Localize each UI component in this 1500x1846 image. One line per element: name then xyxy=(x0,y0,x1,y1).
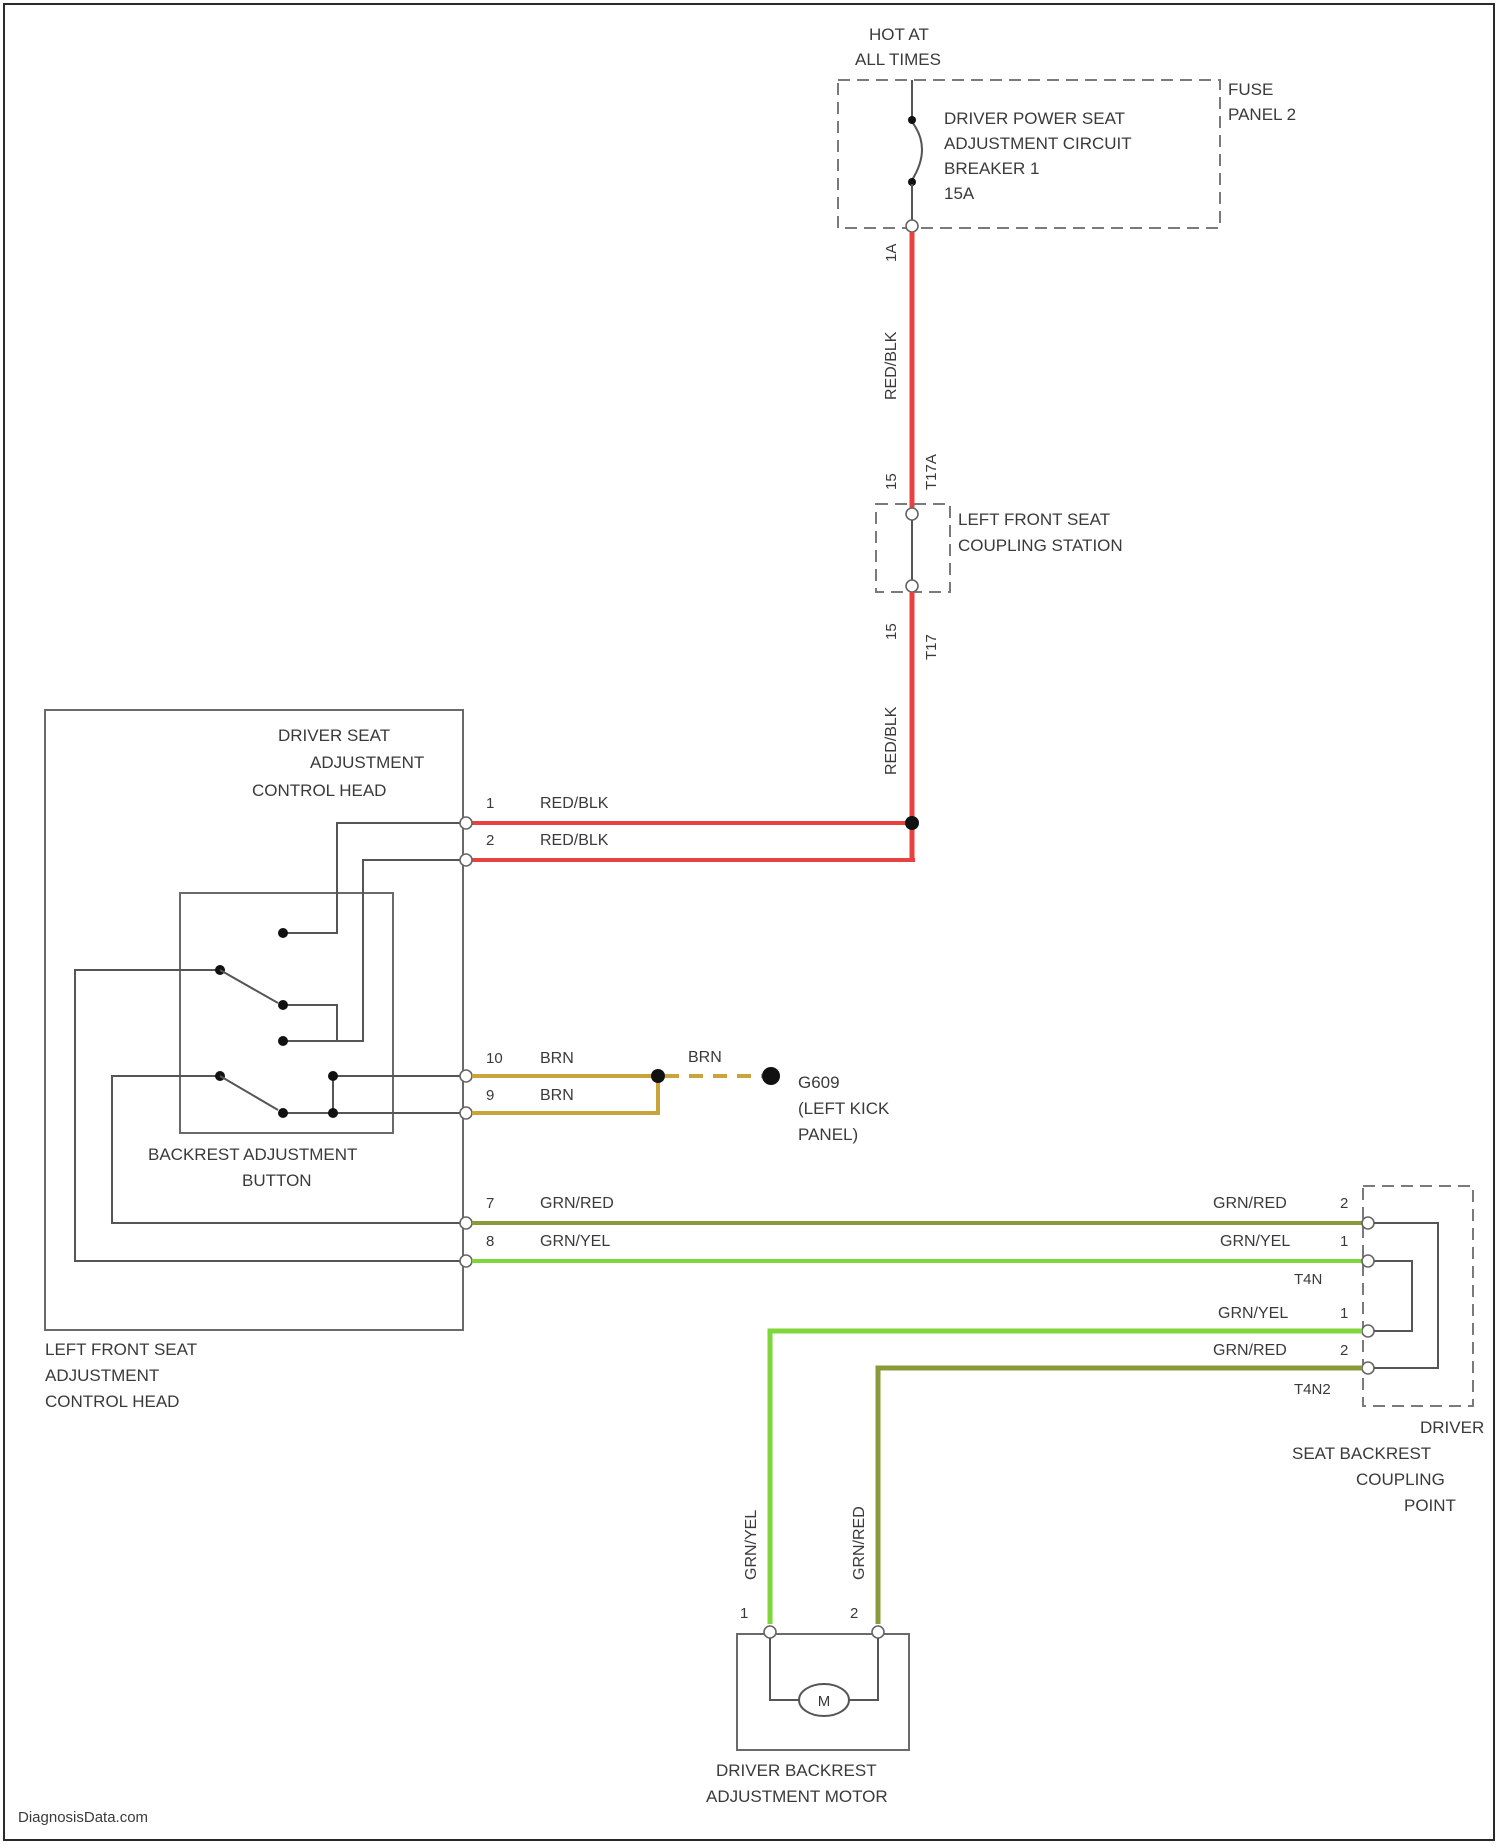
coupling-conn-b: T4N2 xyxy=(1294,1381,1331,1398)
fuse-panel-box xyxy=(838,80,1220,228)
breaker-line-1: DRIVER POWER SEAT xyxy=(944,109,1125,128)
control-head-outer-label-2: ADJUSTMENT xyxy=(45,1366,159,1385)
ch-wire-10: BRN xyxy=(540,1050,574,1067)
coupling-pin-top: 2 xyxy=(1340,1195,1348,1212)
control-head-title-1: DRIVER SEAT xyxy=(278,726,390,745)
coupling-pin-bottom: 2 xyxy=(1340,1342,1348,1359)
watermark: DiagnosisData.com xyxy=(18,1809,148,1826)
fuse-panel-label-1: FUSE xyxy=(1228,80,1273,99)
ch-terminal-7 xyxy=(460,1217,472,1229)
ch-pin-2: 2 xyxy=(486,832,494,849)
switch-blade-upper xyxy=(220,970,278,1003)
ch-wire-9: BRN xyxy=(540,1087,574,1104)
ground-label-1: (LEFT KICK xyxy=(798,1099,890,1118)
coupling-wire-lower: GRN/YEL xyxy=(1218,1305,1288,1322)
coupling-label-3: COUPLING xyxy=(1356,1470,1445,1489)
motor-pin-right: 2 xyxy=(850,1605,858,1622)
backrest-feed: GRN/RED 2 GRN/YEL 1 T4N GRN/YEL 1 GRN/RE… xyxy=(472,1186,1484,1624)
fuse-panel-label-2: PANEL 2 xyxy=(1228,105,1296,124)
ch-terminal-9 xyxy=(460,1107,472,1119)
red-blk-feed: 1A RED/BLK 15 T17A LEFT FRONT SEAT COUPL… xyxy=(472,232,1123,860)
ch-pin-10: 10 xyxy=(486,1050,503,1067)
ch-terminal-10 xyxy=(460,1070,472,1082)
coupling-wire-top: GRN/RED xyxy=(1213,1195,1287,1212)
motor-label-1: DRIVER BACKREST xyxy=(716,1761,877,1780)
pin-1a: 1A xyxy=(883,244,900,262)
control-head-title-3: CONTROL HEAD xyxy=(252,781,386,800)
ch-pin-8: 8 xyxy=(486,1233,494,1250)
wire-grn-red-motor xyxy=(878,1368,1362,1624)
motor-label-2: ADJUSTMENT MOTOR xyxy=(706,1787,888,1806)
ch-terminal-1 xyxy=(460,817,472,829)
ch-pin-9: 9 xyxy=(486,1087,494,1104)
hot-label-2: ALL TIMES xyxy=(855,50,941,69)
coupling-terminal-upper xyxy=(906,508,918,520)
backrest-button-box xyxy=(180,893,393,1133)
breaker-line-2: ADJUSTMENT CIRCUIT xyxy=(944,134,1132,153)
conn-t17a: T17A xyxy=(923,454,940,490)
motor-symbol-letter: M xyxy=(818,1693,831,1710)
fuse-panel: HOT AT ALL TIMES FUSE PANEL 2 DRIVER POW… xyxy=(838,25,1296,232)
ch-terminal-8 xyxy=(460,1255,472,1267)
ch-pin-7: 7 xyxy=(486,1195,494,1212)
coupling-wire-mid: GRN/YEL xyxy=(1220,1233,1290,1250)
ch-wire-2: RED/BLK xyxy=(540,832,609,849)
control-head: DRIVER SEAT ADJUSTMENT CONTROL HEAD BACK… xyxy=(45,710,614,1411)
control-head-outer-label-3: CONTROL HEAD xyxy=(45,1392,179,1411)
ch-wire-1: RED/BLK xyxy=(540,795,609,812)
ch-wire-8: GRN/YEL xyxy=(540,1233,610,1250)
pin-15-upper: 15 xyxy=(883,473,900,490)
motor-wire-right-label: GRN/RED xyxy=(851,1506,868,1580)
coupling-pin-mid: 1 xyxy=(1340,1233,1348,1250)
coupling-label-4: POINT xyxy=(1404,1496,1456,1515)
coupling-conn-a: T4N xyxy=(1294,1271,1322,1288)
circuit-breaker-symbol xyxy=(912,122,922,180)
coupling-terminal-lower xyxy=(906,580,918,592)
ground-wire-label: BRN xyxy=(688,1049,722,1066)
motor-wire-left-label: GRN/YEL xyxy=(743,1510,760,1580)
hot-label-1: HOT AT xyxy=(869,25,929,44)
wire-label-red-blk-lower: RED/BLK xyxy=(883,706,900,775)
breaker-line-3: BREAKER 1 xyxy=(944,159,1039,178)
ch-pin-1: 1 xyxy=(486,795,494,812)
wire-label-red-blk-top: RED/BLK xyxy=(883,331,900,400)
coupling-station-label-2: COUPLING STATION xyxy=(958,536,1123,555)
backrest-button-label-1: BACKREST ADJUSTMENT xyxy=(148,1145,357,1164)
backrest-coupling-box xyxy=(1363,1186,1473,1406)
backrest-motor: M DRIVER BACKREST ADJUSTMENT MOTOR xyxy=(706,1626,909,1806)
ground-label-2: PANEL) xyxy=(798,1125,858,1144)
splice-brn xyxy=(651,1069,665,1083)
ground-id: G609 xyxy=(798,1073,840,1092)
control-head-outer-label-1: LEFT FRONT SEAT xyxy=(45,1340,197,1359)
pin-15-lower: 15 xyxy=(883,623,900,640)
coupling-label-2: SEAT BACKREST xyxy=(1292,1444,1431,1463)
switch-contact xyxy=(278,928,288,938)
motor-pin-left: 1 xyxy=(740,1605,748,1622)
coupling-station-label-1: LEFT FRONT SEAT xyxy=(958,510,1110,529)
ch-wire-7: GRN/RED xyxy=(540,1195,614,1212)
ground-symbol xyxy=(762,1067,780,1085)
control-head-outer-box xyxy=(45,710,463,1330)
control-head-title-2: ADJUSTMENT xyxy=(310,753,424,772)
coupling-pin-lower: 1 xyxy=(1340,1305,1348,1322)
coupling-wire-bottom: GRN/RED xyxy=(1213,1342,1287,1359)
conn-t17: T17 xyxy=(923,634,940,660)
ch-terminal-2 xyxy=(460,854,472,866)
fuse-output-terminal xyxy=(906,220,918,232)
splice-red-blk xyxy=(905,816,919,830)
ground-circuit: BRN G609 (LEFT KICK PANEL) xyxy=(472,1049,890,1144)
backrest-button-label-2: BUTTON xyxy=(242,1171,312,1190)
breaker-line-4: 15A xyxy=(944,184,975,203)
switch-blade-lower xyxy=(220,1076,278,1110)
coupling-label-1: DRIVER xyxy=(1420,1418,1484,1437)
